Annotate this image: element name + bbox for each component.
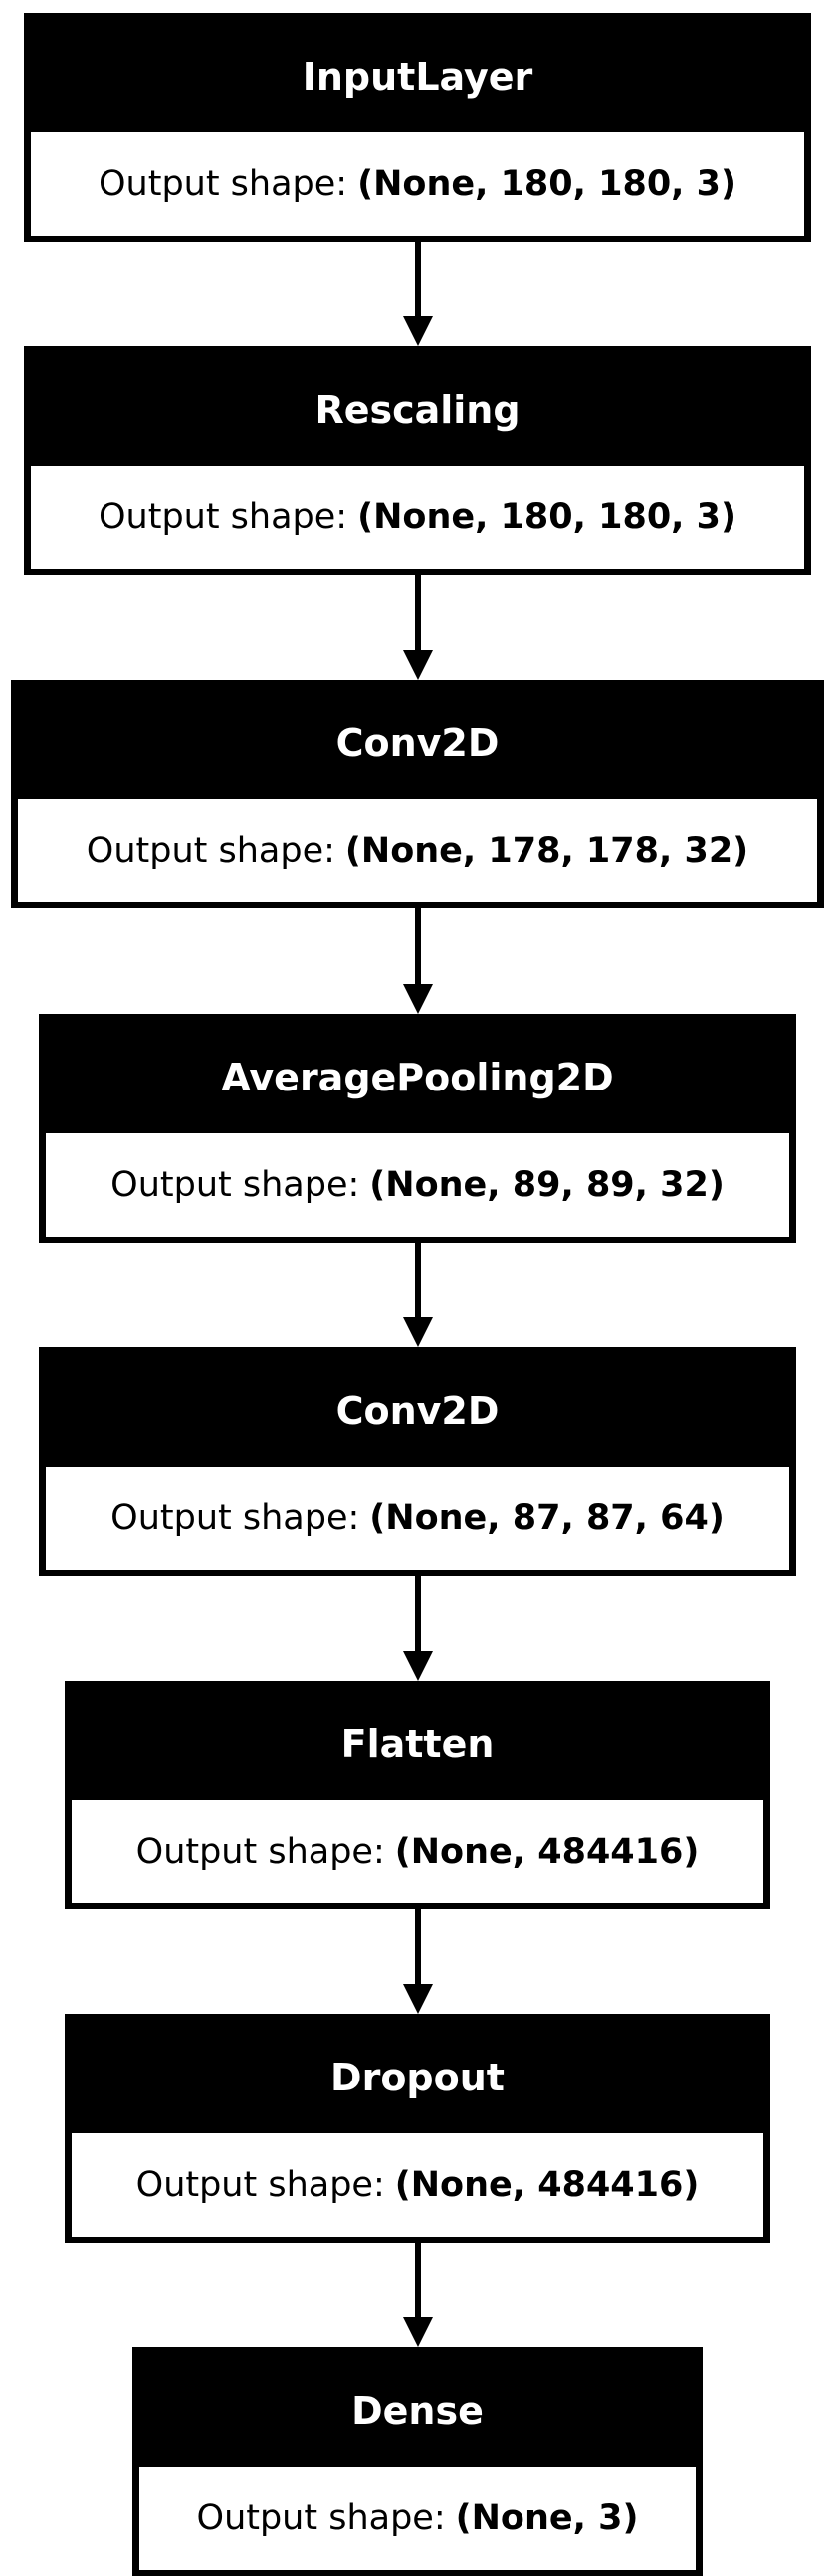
output-shape-label: Output shape: xyxy=(98,497,348,537)
layer-output-shape: Output shape:(None, 180, 180, 3) xyxy=(31,132,804,236)
layer-node-averagepooling2d: AveragePooling2D Output shape:(None, 89, … xyxy=(39,1014,796,1243)
layer-output-shape: Output shape:(None, 89, 89, 32) xyxy=(46,1133,789,1237)
layer-output-shape: Output shape:(None, 178, 178, 32) xyxy=(18,799,817,902)
layer-node-conv2d: Conv2D Output shape:(None, 87, 87, 64) xyxy=(39,1347,796,1576)
layer-output-shape: Output shape:(None, 484416) xyxy=(72,2133,763,2237)
layer-node-conv2d: Conv2D Output shape:(None, 178, 178, 32) xyxy=(11,680,824,908)
layer-name: Rescaling xyxy=(314,387,521,432)
arrow-line xyxy=(415,1909,421,1988)
arrow-head-icon xyxy=(403,316,433,346)
connector-arrow xyxy=(403,1243,433,1347)
output-shape-label: Output shape: xyxy=(135,2165,385,2205)
output-shape-value: (None, 484416) xyxy=(394,2165,700,2205)
output-shape-label: Output shape: xyxy=(196,2498,446,2538)
arrow-line xyxy=(415,575,421,654)
output-shape-value: (None, 87, 87, 64) xyxy=(369,1498,725,1538)
layer-output-shape: Output shape:(None, 87, 87, 64) xyxy=(46,1467,789,1570)
layer-name: AveragePooling2D xyxy=(221,1055,614,1099)
connector-arrow xyxy=(403,575,433,680)
connector-arrow xyxy=(403,908,433,1014)
layer-name: Conv2D xyxy=(335,720,500,765)
output-shape-value: (None, 180, 180, 3) xyxy=(357,164,737,204)
layer-name: Flatten xyxy=(340,1721,495,1766)
layer-name: InputLayer xyxy=(302,54,533,99)
output-shape-label: Output shape: xyxy=(110,1165,360,1205)
layer-output-shape: Output shape:(None, 484416) xyxy=(72,1800,763,1903)
layer-output-shape: Output shape:(None, 180, 180, 3) xyxy=(31,466,804,569)
output-shape-value: (None, 3) xyxy=(455,2498,639,2538)
layer-output-shape: Output shape:(None, 3) xyxy=(139,2467,696,2570)
output-shape-label: Output shape: xyxy=(98,164,348,204)
arrow-head-icon xyxy=(403,984,433,1014)
arrow-line xyxy=(415,1243,421,1321)
arrow-head-icon xyxy=(403,1317,433,1347)
arrow-head-icon xyxy=(403,650,433,680)
arrow-head-icon xyxy=(403,1651,433,1681)
connector-arrow xyxy=(403,2243,433,2347)
arrow-line xyxy=(415,2243,421,2321)
output-shape-value: (None, 484416) xyxy=(394,1832,700,1872)
output-shape-value: (None, 180, 180, 3) xyxy=(357,497,737,537)
arrow-line xyxy=(415,242,421,320)
output-shape-label: Output shape: xyxy=(86,831,335,871)
arrow-head-icon xyxy=(403,1984,433,2014)
connector-arrow xyxy=(403,242,433,346)
arrow-line xyxy=(415,908,421,988)
connector-arrow xyxy=(403,1909,433,2014)
connector-arrow xyxy=(403,1576,433,1681)
output-shape-label: Output shape: xyxy=(135,1832,385,1872)
output-shape-value: (None, 178, 178, 32) xyxy=(344,831,749,871)
layer-name: Dense xyxy=(351,2388,484,2433)
arrow-line xyxy=(415,1576,421,1655)
output-shape-label: Output shape: xyxy=(110,1498,360,1538)
layer-name: Dropout xyxy=(330,2055,505,2099)
layer-name: Conv2D xyxy=(335,1388,500,1433)
arrow-head-icon xyxy=(403,2317,433,2347)
output-shape-value: (None, 89, 89, 32) xyxy=(369,1165,725,1205)
